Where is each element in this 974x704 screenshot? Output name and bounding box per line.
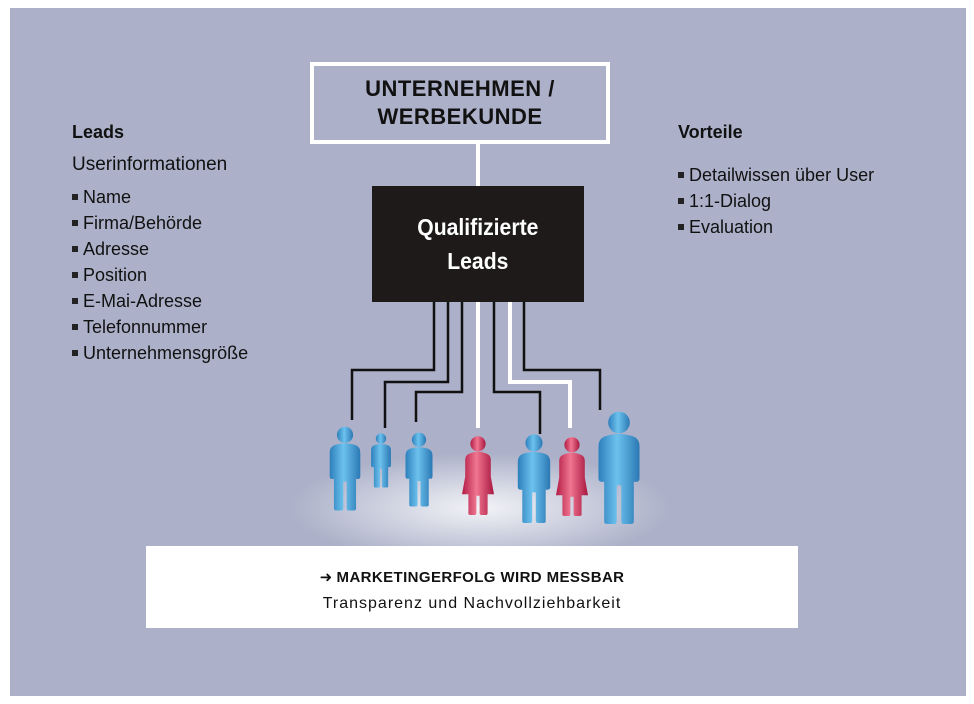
bullet-icon bbox=[678, 198, 684, 204]
company-box: UNTERNEHMEN / WERBEKUNDE bbox=[310, 62, 610, 144]
list-item-label: Adresse bbox=[83, 239, 150, 259]
qualified-leads-label-line: Qualifizierte bbox=[417, 214, 539, 240]
list-item: Position bbox=[72, 262, 352, 288]
list-item: Evaluation bbox=[678, 214, 968, 240]
bullet-icon bbox=[72, 194, 78, 200]
benefits-list: Detailwissen über User 1:1-Dialog Evalua… bbox=[678, 162, 968, 240]
bullet-icon bbox=[72, 246, 78, 252]
list-item-label: Evaluation bbox=[689, 217, 774, 237]
leads-panel: Leads Userinformationen Name Firma/Behör… bbox=[72, 120, 352, 366]
connector-person-5 bbox=[492, 302, 542, 434]
result-title-text: MARKETINGERFOLG WIRD MESSBAR bbox=[336, 569, 625, 586]
benefits-panel: Vorteile Detailwissen über User 1:1-Dial… bbox=[678, 120, 968, 240]
bullet-icon bbox=[72, 220, 78, 226]
qualified-leads-label-line: Leads bbox=[447, 248, 509, 274]
list-item: Firma/Behörde bbox=[72, 210, 352, 236]
list-item-label: Detailwissen über User bbox=[689, 165, 875, 185]
leads-list: Name Firma/Behörde Adresse Position E-Ma… bbox=[72, 184, 352, 366]
list-item-label: Firma/Behörde bbox=[83, 213, 203, 233]
list-item: Detailwissen über User bbox=[678, 162, 968, 188]
result-title: ➜MARKETINGERFOLG WIRD MESSBAR bbox=[146, 568, 798, 588]
bullet-icon bbox=[72, 298, 78, 304]
connector-person-6 bbox=[508, 302, 572, 428]
leads-subheading: Userinformationen bbox=[72, 154, 228, 175]
qualified-leads-box: Qualifizierte Leads bbox=[372, 186, 584, 302]
list-item: Telefonnummer bbox=[72, 314, 352, 340]
list-item-label: E-Mai-Adresse bbox=[83, 291, 203, 311]
list-item: 1:1-Dialog bbox=[678, 188, 968, 214]
bullet-icon bbox=[72, 350, 78, 356]
list-item: Adresse bbox=[72, 236, 352, 262]
list-item-label: Position bbox=[83, 265, 148, 285]
list-item-label: 1:1-Dialog bbox=[689, 191, 772, 211]
list-item: Unternehmensgröße bbox=[72, 340, 352, 366]
result-box: ➜MARKETINGERFOLG WIRD MESSBAR Transparen… bbox=[146, 546, 798, 628]
arrow-right-icon: ➜ bbox=[319, 569, 333, 586]
bullet-icon bbox=[72, 324, 78, 330]
list-item-label: Telefonnummer bbox=[83, 317, 208, 337]
result-subtitle: Transparenz und Nachvollziehbarkeit bbox=[322, 595, 622, 612]
bullet-icon bbox=[678, 224, 684, 230]
leads-heading: Leads bbox=[72, 122, 125, 142]
qualified-leads-label: Qualifizierte Leads bbox=[417, 210, 538, 278]
connector-person-2 bbox=[383, 302, 450, 428]
company-label-line: WERBEKUNDE bbox=[377, 104, 543, 129]
company-label: UNTERNEHMEN / WERBEKUNDE bbox=[365, 75, 555, 131]
list-item-label: Unternehmensgröße bbox=[83, 343, 249, 363]
list-item: E-Mai-Adresse bbox=[72, 288, 352, 314]
list-item: Name bbox=[72, 184, 352, 210]
connector-person-3 bbox=[414, 302, 464, 422]
bullet-icon bbox=[72, 272, 78, 278]
company-label-line: UNTERNEHMEN / bbox=[365, 76, 555, 101]
connector-person-7 bbox=[522, 302, 602, 410]
diagram-canvas: UNTERNEHMEN / WERBEKUNDE Qualifizierte L… bbox=[10, 8, 966, 696]
bullet-icon bbox=[678, 172, 684, 178]
connector-lines bbox=[290, 144, 670, 563]
connector-person-1 bbox=[350, 302, 436, 420]
benefits-heading: Vorteile bbox=[678, 122, 743, 142]
list-item-label: Name bbox=[83, 187, 132, 207]
